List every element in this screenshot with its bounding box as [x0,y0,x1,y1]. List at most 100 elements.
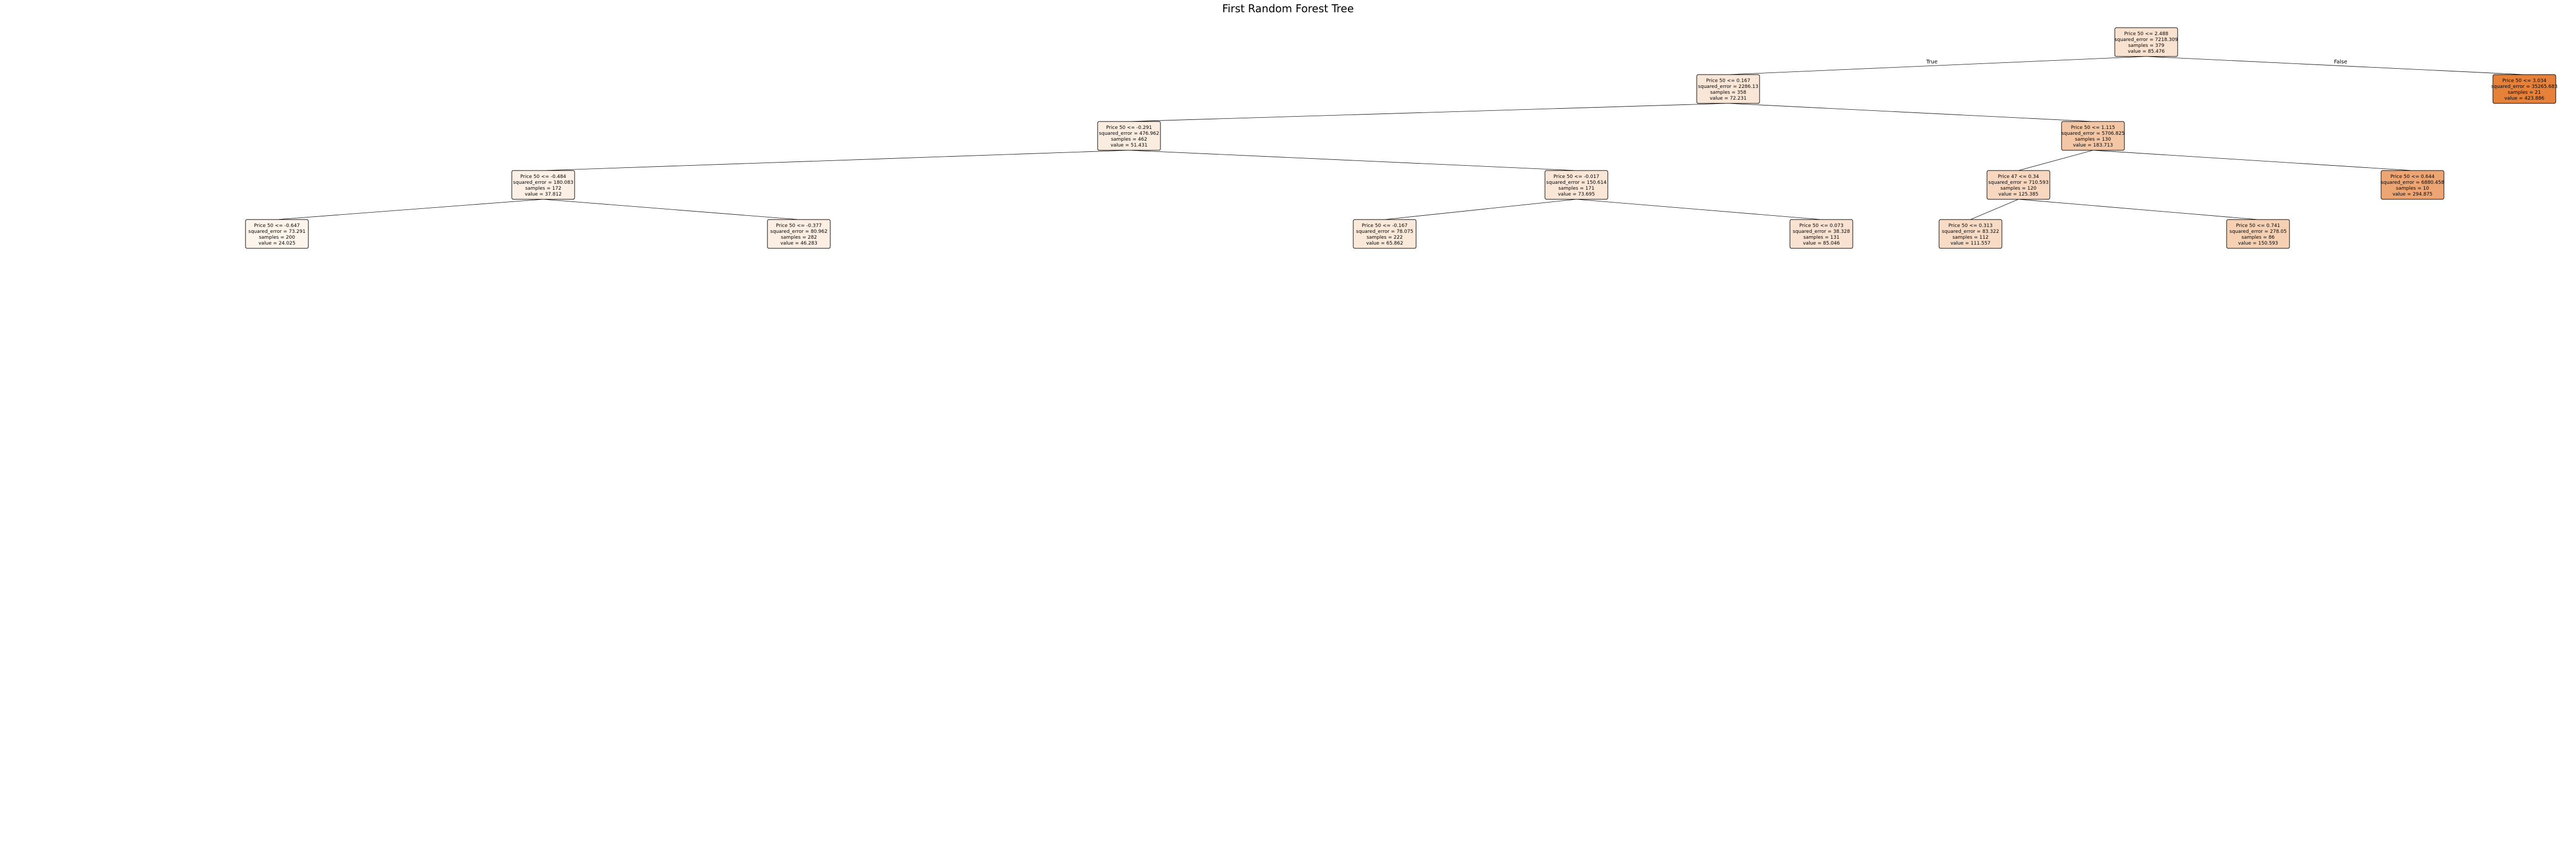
tree-node-line: Price 50 <= 3.034 [2503,78,2547,84]
tree-node-box [2114,27,2178,57]
tree-node-line: samples = 222 [1367,235,1403,240]
tree-node-line: Price 47 <= 0.34 [1998,174,2039,180]
tree-node-box [1986,170,2050,200]
tree-node-line: Price 50 <= -0.377 [776,223,822,229]
tree-node-box [1097,121,1161,151]
tree-node-line: value = 51.431 [1110,143,1147,148]
tree-node-line: value = 150.593 [2238,241,2278,246]
tree-edge [2018,199,2259,220]
tree-node-box [511,170,575,200]
tree-node-box [1353,219,1417,249]
tree-node-line: squared_error = 38.328 [1793,229,1850,234]
tree-node-line: value = 73.695 [1558,192,1594,197]
tree-node-line: squared_error = 2286.13 [1698,84,1758,90]
tree-node-line: squared_error = 83.322 [1942,229,1999,234]
tree-node-line: squared_error = 150.614 [1546,180,1606,185]
tree-node-line: value = 65.862 [1366,241,1403,246]
tree-node-line: Price 50 <= 0.741 [2236,223,2280,229]
tree-node-line: value = 294.875 [2392,192,2432,197]
tree-node-box [2381,170,2444,200]
tree-node-line: samples = 282 [781,235,817,240]
tree-node-line: squared_error = 5706.825 [2062,131,2125,136]
tree-node-box [2226,219,2290,249]
tree-node-line: samples = 112 [1952,235,1989,240]
tree-edge [1128,150,1577,171]
tree-node-line: value = 24.025 [258,241,295,246]
tree-node-line: Price 50 <= 0.167 [1706,78,1751,84]
tree-node-line: value = 183.713 [2073,143,2113,148]
tree-edge [1970,199,2019,220]
tree-node-line: squared_error = 35265.683 [2491,84,2558,90]
tree-edge [543,150,1130,171]
tree-node-line: samples = 172 [525,186,561,191]
tree-node-box [2061,121,2125,151]
tree-node-line: value = 423.886 [2504,96,2544,101]
tree-node-line: samples = 200 [259,235,295,240]
tree-node-line: value = 111.557 [1950,241,1990,246]
tree-node-line: samples = 358 [1710,90,1746,95]
tree-node-line: Price 50 <= 0.313 [1949,223,1993,229]
tree-node-box [1789,219,1853,249]
tree-node-line: squared_error = 476.962 [1099,131,1159,136]
tree-node-line: samples = 131 [1803,235,1839,240]
tree-node-line: samples = 86 [2242,235,2275,240]
tree-node-line: samples = 379 [2128,43,2164,48]
tree-node-line: Price 50 <= -0.647 [254,223,300,229]
tree-node-line: Price 50 <= 0.644 [2391,174,2435,180]
tree-node-line: Price 50 <= 0.073 [1800,223,1844,229]
figure-title: First Random Forest Tree [1222,2,1354,15]
tree-node-line: squared_error = 80.962 [770,229,827,234]
tree-node-box [245,219,309,249]
edge-label-false: False [2334,59,2347,65]
tree-node-box [1696,74,1760,104]
tree-node-line: squared_error = 73.291 [248,229,305,234]
tree-node-box [2492,74,2556,104]
tree-node-line: samples = 10 [2396,186,2429,191]
tree-edge [2018,150,2093,171]
tree-edge [1728,56,2147,75]
tree-node-line: Price 50 <= -0.167 [1362,223,1408,229]
tree-node-line: samples = 21 [2508,90,2541,95]
tree-edge [1576,199,1822,220]
tree-edge [2092,150,2413,171]
edge-label-true: True [1926,59,1937,65]
tree-node-line: samples = 130 [2075,137,2111,142]
tree-node-line: value = 72.231 [1710,96,1746,101]
tree-node-line: Price 50 <= 2.488 [2124,31,2169,37]
tree-edge [1128,103,1729,122]
tree-edge [276,199,544,220]
tree-edge [1384,199,1577,220]
tree-node-line: squared_error = 180.083 [513,180,573,185]
tree-node-line: value = 125.385 [1998,192,2038,197]
tree-edge [2146,56,2525,75]
tree-node-line: squared_error = 278.05 [2229,229,2286,234]
tree-edge [1728,103,2093,122]
tree-node-line: samples = 462 [1111,137,1147,142]
tree-node-line: value = 85.476 [2128,49,2165,54]
tree-node-line: squared_error = 6880.458 [2381,180,2444,185]
tree-edge [543,199,799,220]
tree-node-line: value = 46.283 [780,241,817,246]
tree-node-box [1544,170,1608,200]
tree-node-line: squared_error = 7218.309 [2115,37,2178,43]
tree-node-line: samples = 171 [1558,186,1594,191]
tree-node-line: squared_error = 78.075 [1356,229,1413,234]
tree-node-line: value = 37.812 [525,192,561,197]
tree-node-line: value = 85.046 [1803,241,1840,246]
tree-node-line: Price 50 <= 1.115 [2071,125,2115,131]
